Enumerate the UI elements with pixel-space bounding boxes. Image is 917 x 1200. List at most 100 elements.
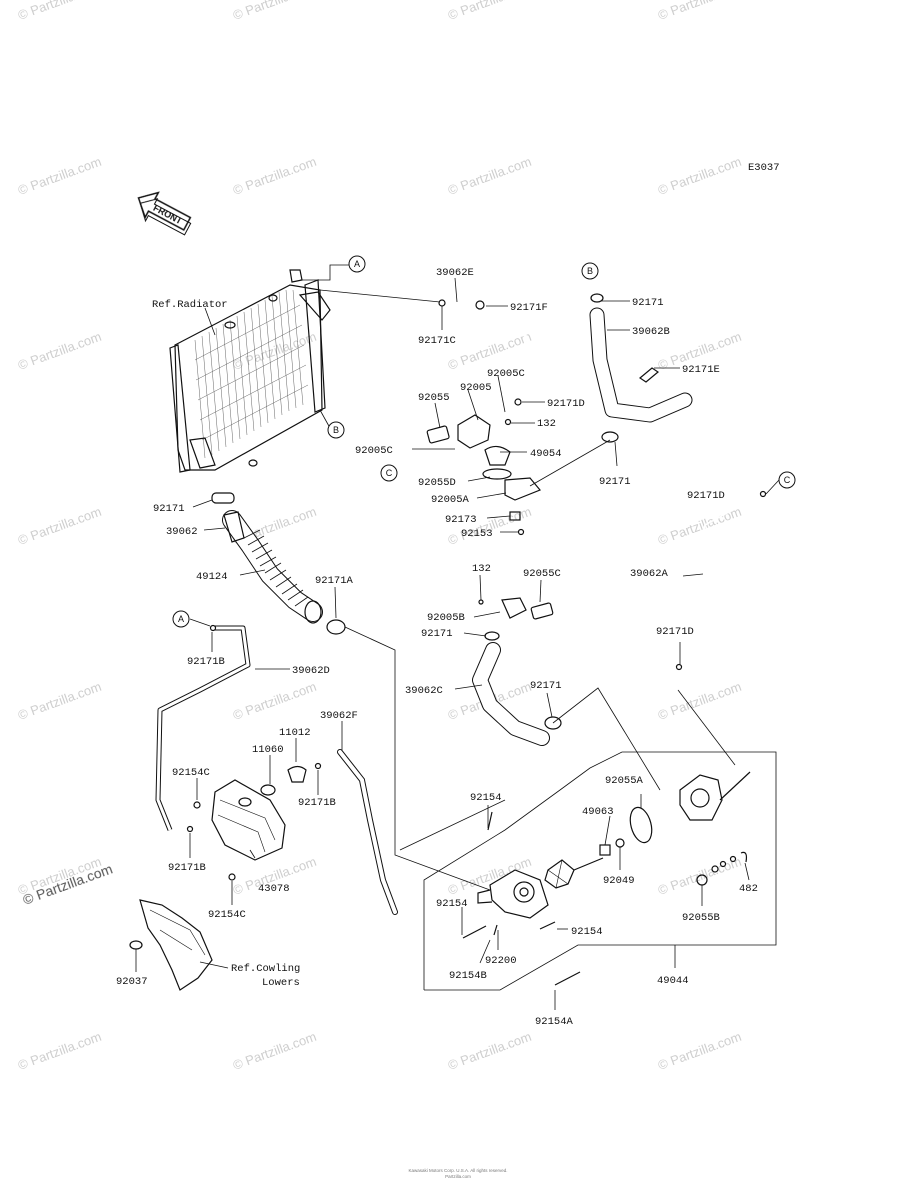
watermark: © Partzilla.com [231,329,318,373]
watermark-layer: © Partzilla.com © Partzilla.com © Partzi… [16,0,743,1073]
part-label: 11012 [279,727,311,739]
radiator [169,269,331,473]
ref-radiator-label: Ref.Radiator [152,299,228,311]
watermark: © Partzilla.com [16,154,103,198]
part-label: 92055B [682,912,720,924]
ref-cowling-label-2: Lowers [262,977,300,989]
part-label: 39062D [292,665,330,677]
watermark: © Partzilla.com [16,504,103,548]
thermostat-assembly [412,398,541,536]
copyright-line-2: Partzilla.com [445,1174,471,1179]
part-label: 92055 [418,392,450,404]
part-label: 92171C [418,335,456,347]
cowling-lowers [129,899,213,991]
callout-c-right: C [778,471,796,489]
part-label: 92171D [656,626,694,638]
part-label: 92171A [315,575,354,587]
watermark: © Partzilla.com [446,0,533,23]
watermark: © Partzilla.com [16,329,103,373]
part-label: 92049 [603,875,635,887]
part-label: 92153 [461,528,493,540]
watermark: © Partzilla.com [656,154,743,198]
part-label: 92154 [436,898,468,910]
svg-text:C: C [784,475,791,485]
part-label: 92171B [168,862,206,874]
part-label: 11060 [252,744,284,756]
part-label: 92005B [427,612,465,624]
callout-b-right: B [581,262,599,280]
part-label: 132 [537,418,556,430]
callout-a-left: A [172,610,190,628]
callout-a-top: A [348,255,366,273]
copyright-line: Kawasaki Motors Corp. U.S.A. All rights … [408,1168,507,1173]
part-label: 49044 [657,975,689,987]
part-label: 92037 [116,976,148,988]
part-label: 92171 [153,503,185,515]
part-label: 49063 [582,806,614,818]
part-label: 43078 [258,883,290,895]
svg-text:A: A [354,259,360,269]
part-label: 92171B [298,797,336,809]
part-label: 39062 [166,526,198,538]
part-label: 39062C [405,685,443,697]
part-label: 132 [472,563,491,575]
pump-cover [679,771,751,821]
callout-c-left: C [380,464,398,482]
reservoir-tank [193,779,286,881]
part-label: 92173 [445,514,477,526]
part-label: 92055A [605,775,644,787]
part-label: 92055C [523,568,561,580]
diagram-code: E3037 [748,162,780,174]
part-label: 92005A [431,494,470,506]
watermark: © Partzilla.com [231,679,318,723]
part-label: 92055D [418,477,456,489]
part-label: 92154 [470,792,502,804]
watermark: © Partzilla.com [231,1029,318,1073]
part-label: 39062F [320,710,358,722]
part-label: 49054 [530,448,562,460]
watermark: © Partzilla.com [446,1029,533,1073]
part-label: 92005 [460,382,492,394]
callout-b-left: B [327,421,345,439]
part-label: 92154C [172,767,210,779]
part-label: 92171D [547,398,585,410]
part-label: 92171F [510,302,548,314]
part-label: 92171 [421,628,453,640]
part-label: 92154 [571,926,603,938]
part-label: 92171E [682,364,720,376]
watermark: © Partzilla.com [16,0,103,23]
part-label: 92154C [208,909,246,921]
part-label: 92005C [355,445,393,457]
part-label: 92005C [487,368,525,380]
watermark: © Partzilla.com [16,1029,103,1073]
part-label: 39062A [630,568,669,580]
part-label: 92171 [632,297,664,309]
front-arrow-icon: FRONT [137,191,192,236]
part-label: 39062B [632,326,670,338]
ref-cowling-label: Ref.Cowling [231,963,300,975]
part-label: 92171 [530,680,562,692]
part-label: 92154B [449,970,487,982]
watermark: © Partzilla.com [231,0,318,23]
svg-text:A: A [178,614,184,624]
part-label: 49124 [196,571,228,583]
watermark: © Partzilla.com [656,1029,743,1073]
svg-text:B: B [333,425,339,435]
svg-text:C: C [386,468,393,478]
part-label: 92171D [687,490,725,502]
svg-text:B: B [587,266,593,276]
part-label: 92200 [485,955,517,967]
part-label: 92171 [599,476,631,488]
watermark: © Partzilla.com [656,679,743,723]
part-labels: 39062E 92171F 92171C 92171 39062B 92171E… [116,267,758,1028]
part-label: 39062E [436,267,474,279]
part-label: 92154A [535,1016,574,1028]
impeller [544,857,604,889]
part-label: 92171B [187,656,225,668]
watermark: © Partzilla.com [231,154,318,198]
watermark: © Partzilla.com [446,154,533,198]
watermark: © Partzilla.com [16,679,103,723]
watermark: © Partzilla.com [656,0,743,23]
water-pump-body [477,869,549,919]
